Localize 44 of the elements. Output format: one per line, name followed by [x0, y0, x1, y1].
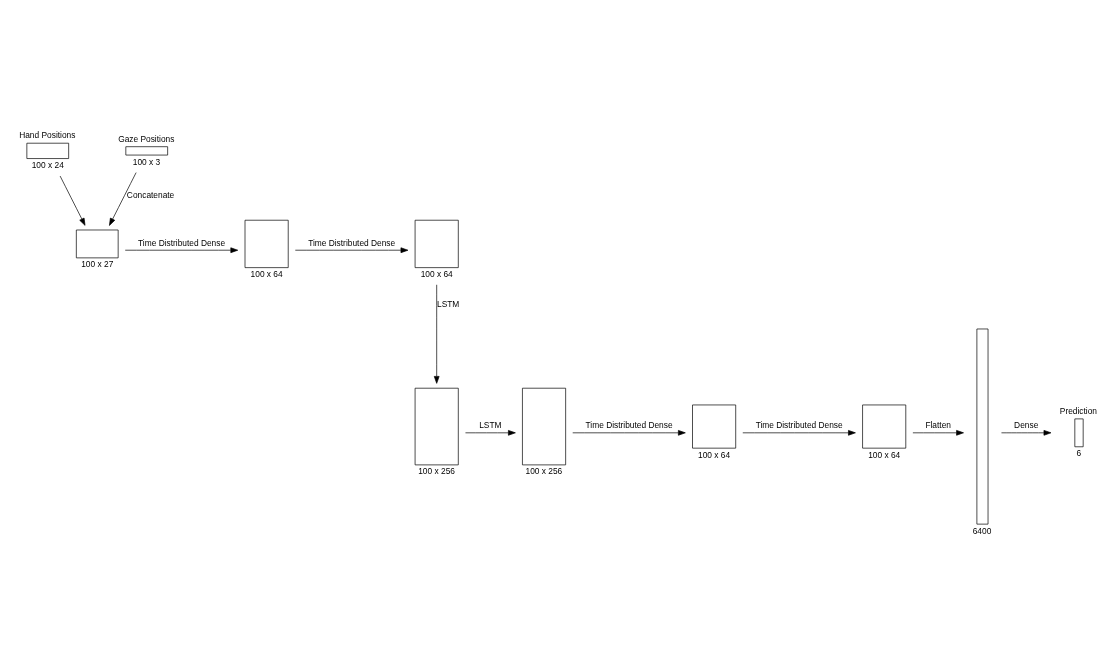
- node-box: [862, 404, 907, 449]
- node-box: [414, 219, 459, 268]
- edge-label: Time Distributed Dense: [138, 237, 226, 248]
- node-label: 100 x 64: [420, 269, 453, 280]
- node-label: 6: [1076, 448, 1082, 459]
- node-label: 100 x 27: [81, 259, 114, 270]
- node-box: [1074, 418, 1084, 448]
- node-label: 100 x 64: [698, 449, 731, 460]
- arrow: [433, 284, 440, 384]
- arrow: [109, 172, 137, 226]
- node-box: [522, 387, 566, 466]
- arrow: [912, 430, 964, 436]
- node-box: [125, 146, 168, 156]
- node-box: [244, 219, 289, 268]
- edge-label: LSTM: [437, 298, 460, 309]
- edge-label: Time Distributed Dense: [755, 420, 843, 431]
- arrow: [294, 247, 409, 253]
- node-label: 100 x 3: [132, 156, 161, 167]
- node-box: [692, 404, 737, 449]
- arrow: [572, 430, 686, 436]
- arrow: [59, 175, 86, 226]
- node-label: Hand Positions: [19, 130, 76, 141]
- arrow: [465, 430, 516, 436]
- node-box: [76, 229, 119, 259]
- node-label: 100 x 24: [31, 160, 64, 171]
- arrow: [742, 430, 856, 436]
- node-label: 100 x 64: [250, 269, 283, 280]
- node-label: Prediction: [1059, 405, 1098, 416]
- edge-label: Flatten: [925, 420, 951, 431]
- node-box: [26, 142, 69, 159]
- node-box: [976, 328, 989, 525]
- node-label: 6400: [972, 525, 992, 536]
- edge-label: Dense: [1014, 420, 1039, 431]
- arrow: [124, 247, 239, 253]
- edge-label: Time Distributed Dense: [585, 420, 673, 431]
- node-label: 100 x 256: [525, 466, 563, 477]
- edge-label: LSTM: [479, 420, 502, 431]
- node-label: 100 x 256: [418, 466, 455, 477]
- node-label: 100 x 64: [868, 449, 901, 460]
- node-label: Gaze Positions: [118, 133, 175, 144]
- arrow: [1001, 430, 1052, 436]
- node-box: [414, 387, 459, 466]
- edge-label: Concatenate: [126, 190, 175, 200]
- edge-label: Time Distributed Dense: [308, 237, 396, 248]
